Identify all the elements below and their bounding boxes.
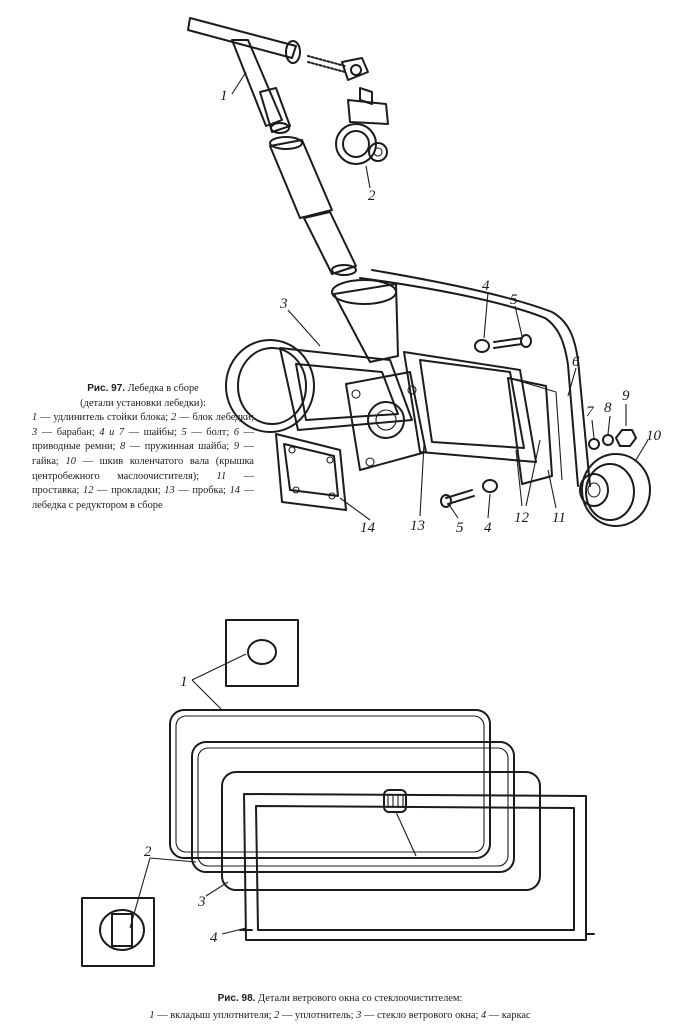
legend-98-text: стекло ветрового окна; (376, 1010, 479, 1021)
figure-97-callouts: 1 2 3 4 5 6 7 8 9 10 4 5 13 14 12 11 (220, 88, 662, 536)
callout-97-10: 10 (646, 428, 662, 444)
callout-97-8: 8 (604, 400, 612, 416)
callout-97-7: 7 (586, 404, 595, 420)
legend-97-num: 5 (181, 426, 187, 438)
callout-97-2: 2 (368, 188, 376, 204)
legend-98-num: 1 (149, 1010, 155, 1021)
callout-97-5b: 5 (456, 520, 464, 536)
stand-extension-part (187, 17, 301, 134)
legend-97-text: пружинная шайба; (144, 441, 230, 453)
figure-98-caption: Рис. 98. Детали ветрового окна со стекло… (60, 990, 620, 1024)
legend-97-num: 10 (65, 455, 76, 467)
callout-97-9: 9 (622, 388, 630, 404)
callout-97-4b: 4 (484, 520, 492, 536)
legend-97-text: гайка; (32, 455, 59, 467)
windshield-glass (221, 771, 541, 891)
legend-98-num: 2 (274, 1010, 280, 1021)
legend-97-num: 6 (233, 426, 240, 438)
drive-belt (359, 269, 591, 487)
figure-97-leaders (231, 71, 649, 521)
figure-97-caption: Рис. 97. Лебедка в сборе (детали установ… (32, 382, 254, 513)
callout-98-3: 3 (197, 894, 206, 910)
callout-97-14: 14 (360, 520, 376, 536)
legend-97-text: блок лебедки; (192, 412, 254, 424)
bolt-washer-bottom (440, 479, 498, 508)
figure-98-label: Рис. 98. (217, 993, 256, 1004)
figure-98-leader-3 (205, 881, 229, 897)
legend-97-text: пробка; (192, 485, 226, 497)
figure-98-leader-1 (191, 653, 247, 711)
figure-98-heading: Рис. 98. Детали ветрового окна со стекло… (60, 990, 620, 1007)
legend-98-text: вкладыш уплотнителя; (170, 1010, 272, 1021)
legend-97-num: 2 (171, 412, 177, 424)
figure-98-leader-2 (129, 857, 197, 929)
legend-97-text: шайбы; (143, 426, 177, 438)
legend-97-num: 8 (120, 441, 126, 453)
figure-97-heading: Рис. 97. Лебедка в сборе (32, 382, 254, 397)
figure-97-title-line1: Лебедка в сборе (127, 383, 199, 394)
callout-97-4: 4 (482, 278, 490, 294)
legend-97-num: 4 и 7 (99, 426, 125, 438)
callout-97-5: 5 (510, 292, 518, 308)
callout-98-1: 1 (180, 674, 188, 690)
callout-97-11: 11 (552, 510, 566, 526)
bolt-washer-top (474, 334, 532, 353)
callout-97-13: 13 (410, 518, 425, 534)
figure-98-leader-4 (221, 927, 247, 935)
winch-reducer-assembly (225, 339, 563, 511)
legend-97-text: лебедка с редуктором в сборе (32, 499, 163, 511)
callout-97-6: 6 (572, 354, 580, 370)
legend-97-text: болт; (206, 426, 230, 438)
figure-97-title-line2: (детали установки лебедки): (80, 397, 206, 409)
callout-98-4: 4 (210, 930, 218, 946)
legend-97-num: 1 (32, 412, 38, 424)
figure-97-label: Рис. 97. (87, 383, 126, 394)
legend-97-num: 13 (164, 485, 175, 497)
figure-98-inset-insert (225, 619, 299, 687)
callout-97-12: 12 (514, 510, 530, 526)
figure-98-legend: 1 — вкладыш уплотнителя; 2 — уплотнитель… (149, 1010, 531, 1021)
callout-97-3: 3 (279, 296, 288, 312)
figure-97-legend: 1 — удлинитель стойки блока; 2 — блок ле… (32, 412, 254, 511)
legend-97-num: 14 (229, 485, 240, 497)
legend-97-num: 3 (32, 426, 38, 438)
pulley-assembly (579, 429, 651, 527)
legend-98-num: 3 (356, 1010, 362, 1021)
legend-97-text: барабан; (56, 426, 95, 438)
window-frame (239, 789, 595, 941)
legend-97-num: 9 (233, 441, 240, 453)
callout-98-2: 2 (144, 844, 152, 860)
drum-part (331, 279, 399, 363)
legend-97-text: проставка; (32, 485, 80, 497)
stand-tube-part (269, 136, 357, 276)
legend-97-text: прокладки; (111, 485, 161, 497)
figure-98-inset-seal (81, 897, 155, 967)
legend-97-text: приводные ремни; (32, 441, 116, 453)
legend-97-num: 11 (216, 470, 227, 482)
legend-98-text: уплотнитель; (294, 1010, 354, 1021)
figure-98-title: Детали ветрового окна со стеклоочистител… (258, 993, 463, 1004)
legend-97-text: удлинитель стойки блока; (53, 412, 169, 424)
legend-97-text: шкив коленчатого вала (крышка центробежн… (32, 455, 254, 482)
legend-98-num: 4 (480, 1010, 487, 1021)
callout-97-1: 1 (220, 88, 228, 104)
winch-block-part (307, 55, 389, 165)
legend-98-text: каркас (501, 1010, 531, 1021)
legend-97-num: 12 (83, 485, 94, 497)
